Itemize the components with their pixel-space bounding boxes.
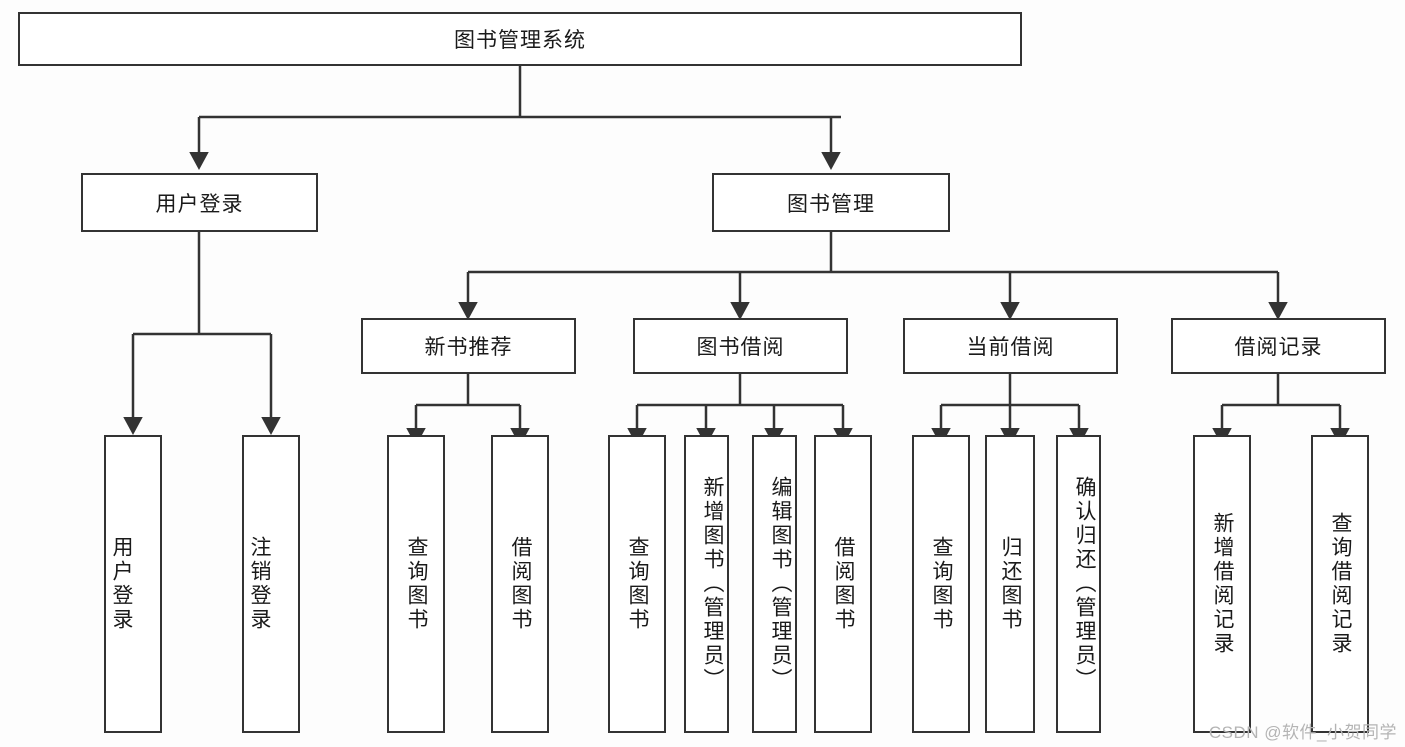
csdn-watermark: CSDN @软件_小贺同学 xyxy=(1208,723,1397,742)
leaf-query-book-borrow[interactable]: 查询图书 xyxy=(608,435,666,733)
node-label: 查询借阅记录 xyxy=(1329,512,1352,656)
node-label: 新书推荐 xyxy=(424,336,513,359)
node-new-book-recommend[interactable]: 新书推荐 xyxy=(361,318,576,374)
node-label: 确认归还（管理员） xyxy=(1073,476,1096,692)
leaf-confirm-return-admin[interactable]: 确认归还（管理员） xyxy=(1056,435,1101,733)
leaf-borrow-book[interactable]: 借阅图书 xyxy=(814,435,872,733)
node-label: 借阅图书 xyxy=(509,536,532,632)
leaf-add-book-admin[interactable]: 新增图书（管理员） xyxy=(684,435,729,733)
node-label: 新增图书（管理员） xyxy=(701,476,724,692)
node-label: 图书管理系统 xyxy=(454,29,586,52)
leaf-query-book-current[interactable]: 查询图书 xyxy=(912,435,970,733)
leaf-query-book-recommend[interactable]: 查询图书 xyxy=(387,435,445,733)
node-label: 用户登录 xyxy=(110,536,133,632)
node-label: 图书管理 xyxy=(787,192,875,216)
node-label: 借阅图书 xyxy=(832,536,855,632)
node-label: 归还图书 xyxy=(999,536,1022,632)
node-label: 查询图书 xyxy=(405,536,428,632)
node-label: 图书借阅 xyxy=(696,336,785,359)
leaf-user-login[interactable]: 用户登录 xyxy=(104,435,162,733)
leaf-query-borrow-record[interactable]: 查询借阅记录 xyxy=(1311,435,1369,733)
leaf-add-borrow-record[interactable]: 新增借阅记录 xyxy=(1193,435,1251,733)
node-current-borrow[interactable]: 当前借阅 xyxy=(903,318,1118,374)
node-label: 查询图书 xyxy=(930,536,953,632)
node-label: 查询图书 xyxy=(626,536,649,632)
node-root-system[interactable]: 图书管理系统 xyxy=(18,12,1022,66)
node-label: 编辑图书（管理员） xyxy=(769,476,792,692)
node-book-management[interactable]: 图书管理 xyxy=(712,173,950,232)
node-user-login[interactable]: 用户登录 xyxy=(81,173,318,232)
leaf-edit-book-admin[interactable]: 编辑图书（管理员） xyxy=(752,435,797,733)
node-label: 新增借阅记录 xyxy=(1211,512,1234,656)
node-book-borrow[interactable]: 图书借阅 xyxy=(633,318,848,374)
node-label: 当前借阅 xyxy=(966,336,1055,359)
node-label: 注销登录 xyxy=(248,536,271,632)
leaf-borrow-book-recommend[interactable]: 借阅图书 xyxy=(491,435,549,733)
leaf-logout[interactable]: 注销登录 xyxy=(242,435,300,733)
leaf-return-book[interactable]: 归还图书 xyxy=(985,435,1035,733)
node-label: 用户登录 xyxy=(155,192,244,216)
node-borrow-records[interactable]: 借阅记录 xyxy=(1171,318,1386,374)
node-label: 借阅记录 xyxy=(1234,336,1323,359)
